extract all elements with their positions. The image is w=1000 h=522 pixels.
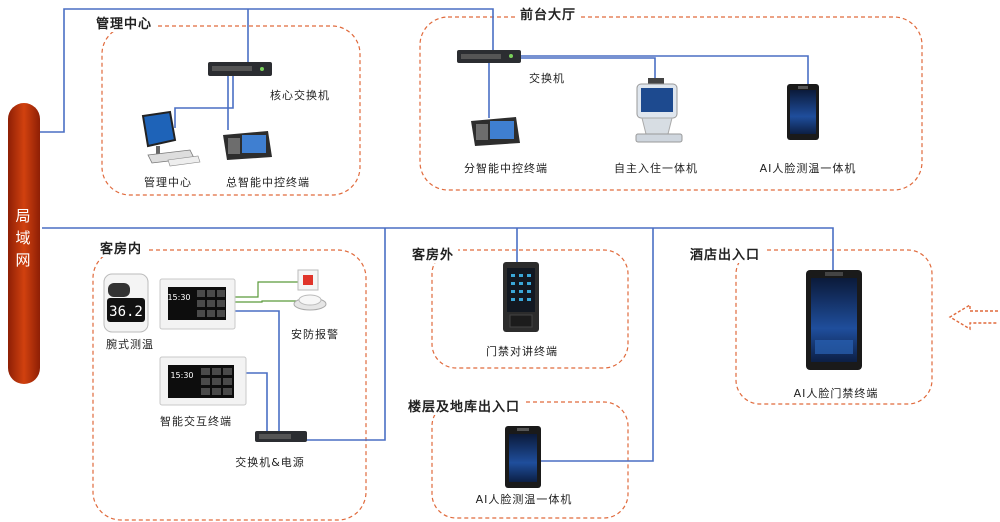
core-switch-icon xyxy=(208,62,272,76)
label-self-checkin: 自主入住一体机 xyxy=(614,162,698,175)
label-ai-face-temp-front: AI人脸测温一体机 xyxy=(759,162,857,175)
zone-title-management: 管理中心 xyxy=(92,13,157,32)
label-security-alarm: 安防报警 xyxy=(291,328,339,341)
smoke-detector-icon xyxy=(293,294,327,311)
wire-panel-to-alarm-top xyxy=(235,281,298,298)
zone-front-desk-border xyxy=(419,16,923,191)
wire-front-to-kiosk xyxy=(502,57,656,84)
zone-title-guest-room-in: 客房内 xyxy=(96,238,147,257)
label-front-switch: 交换机 xyxy=(529,72,565,85)
zone-guest-room-in-border xyxy=(92,249,367,521)
wire-room-switch-to-panel-bottom xyxy=(246,372,268,432)
ai-face-temp-floor-icon xyxy=(505,426,541,488)
smart-panel-top-icon: 15:30 xyxy=(159,278,236,330)
lan-label: 局域网 xyxy=(15,207,31,269)
incoming-arrow-icon xyxy=(948,303,998,331)
label-sub-control: 分智能中控终端 xyxy=(464,162,548,175)
wrist-thermometer-icon: 36.2 xyxy=(103,273,149,333)
zone-guest-room-out-border xyxy=(431,249,629,369)
smart-panel-bottom-icon: 15:30 xyxy=(159,356,247,406)
door-intercom-icon xyxy=(503,262,539,332)
zone-floor-garage-border xyxy=(431,401,629,519)
alarm-button-icon xyxy=(297,269,319,291)
label-ai-face-temp-floor: AI人脸测温一体机 xyxy=(475,493,573,506)
wire-trunk-to-floor xyxy=(540,228,654,462)
panel-time-top: 15:30 xyxy=(167,293,190,302)
label-room-switch-power: 交换机&电源 xyxy=(235,456,305,469)
room-switch-icon xyxy=(255,431,307,442)
thermometer-reading: 36.2 xyxy=(109,304,143,320)
zone-title-front-desk: 前台大厅 xyxy=(516,4,581,23)
zone-management-border xyxy=(101,25,361,196)
wire-front-to-ai xyxy=(505,55,809,84)
zone-hotel-entrance-border xyxy=(735,249,933,405)
control-terminal-icon xyxy=(223,131,272,160)
zone-title-hotel-entrance: 酒店出入口 xyxy=(686,244,765,263)
label-mgmt-pc: 管理中心 xyxy=(144,176,192,189)
wire-core-to-pc xyxy=(174,76,234,128)
label-smart-interaction: 智能交互终端 xyxy=(160,415,232,428)
ai-face-temp-front-icon xyxy=(787,84,819,140)
computer-icon xyxy=(141,110,201,167)
wire-lan-bottom xyxy=(42,227,834,272)
wire-trunk-to-room-switch xyxy=(305,228,386,441)
ai-face-access-terminal-icon xyxy=(806,270,862,370)
sub-control-terminal-icon xyxy=(471,117,520,146)
front-switch-icon xyxy=(457,50,521,63)
zone-title-guest-room-out: 客房外 xyxy=(408,244,459,263)
label-master-control: 总智能中控终端 xyxy=(226,176,310,189)
label-wrist-temp: 腕式测温 xyxy=(106,338,154,351)
zone-title-floor-garage: 楼层及地库出入口 xyxy=(404,396,525,415)
kiosk-icon xyxy=(635,78,683,143)
wire-panel-to-alarm-bottom xyxy=(235,300,296,303)
wire-room-switch-to-panel-top xyxy=(235,310,280,432)
wire-lan-top xyxy=(38,8,494,133)
panel-time-bottom: 15:30 xyxy=(170,371,193,380)
lan-bar xyxy=(8,103,40,384)
label-ai-face-access: AI人脸门禁终端 xyxy=(793,387,879,400)
label-door-intercom: 门禁对讲终端 xyxy=(486,345,558,358)
label-core-switch: 核心交换机 xyxy=(270,89,330,102)
